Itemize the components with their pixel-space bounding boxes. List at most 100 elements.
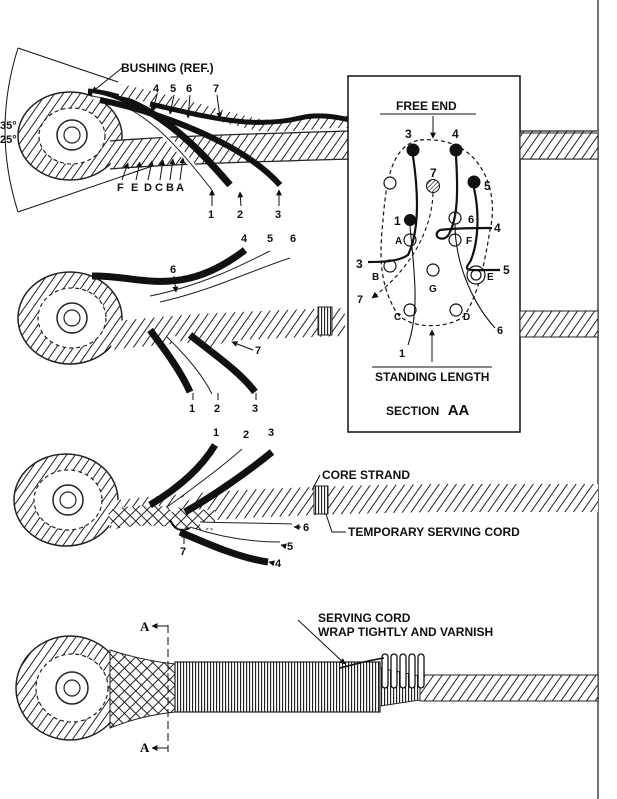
section-num-5: 5 <box>484 179 491 193</box>
s3-light-up-2-edge <box>166 448 243 508</box>
step3-core-7: 7 <box>180 546 186 558</box>
hole-G <box>426 263 440 277</box>
s3-core-7 <box>169 519 191 531</box>
section-title-prefix: SECTION <box>386 404 439 418</box>
path-strand-1 <box>407 225 416 346</box>
lead-E <box>135 161 142 181</box>
lead-7 <box>216 94 223 119</box>
s3-light-low-6-edge <box>199 521 293 525</box>
lead-s3-5 <box>280 543 287 550</box>
section-num-4: 4 <box>452 127 459 141</box>
section-marker-top: A <box>140 619 150 634</box>
step3-top-3: 3 <box>268 427 274 439</box>
strand-1-dark <box>404 214 416 226</box>
standing-length-label: STANDING LENGTH <box>375 370 489 384</box>
s3-dark-up-1 <box>148 443 219 509</box>
bushing-label: BUSHING (REF.) <box>121 61 214 75</box>
temp-serving-2 <box>317 306 333 336</box>
serving-cord-end <box>339 657 385 669</box>
loop-5 <box>417 653 425 689</box>
step1-tuck-2: 2 <box>237 209 243 221</box>
step1-tuck-3: 3 <box>275 209 281 221</box>
section-title: SECTION AA <box>386 402 470 419</box>
lead-B <box>169 158 176 181</box>
section-letter-A: A <box>395 236 402 247</box>
step2-tuck-3: 3 <box>252 403 258 415</box>
hole-left-top <box>383 176 397 190</box>
lead-D <box>147 160 154 181</box>
strand-dark-1 <box>87 88 233 188</box>
s2-dark-down-3 <box>187 332 258 395</box>
free-end-label: FREE END <box>396 99 457 113</box>
section-letter-G: G <box>429 284 437 295</box>
bushing-leader <box>91 67 123 93</box>
step2-top-6: 6 <box>290 233 296 245</box>
step3-top-2: 2 <box>243 429 249 441</box>
path-strand-3 <box>367 155 419 264</box>
core-strand-label: CORE STRAND <box>322 468 410 482</box>
path-strand-7 <box>371 192 434 299</box>
section-letter-B: B <box>372 272 379 283</box>
step1-letter-E: E <box>131 182 138 194</box>
angle-line-top <box>17 47 119 83</box>
lead-5 <box>168 94 175 115</box>
section-num-3: 3 <box>405 127 412 141</box>
angle-label-bottom: 25° <box>0 134 17 146</box>
lead-4 <box>150 94 158 113</box>
s2-dark-a <box>91 247 248 285</box>
s3-light-low-5 <box>189 527 281 548</box>
step1-letter-D: D <box>144 182 152 194</box>
thimble3-hole <box>59 491 77 509</box>
step2-top-4: 4 <box>241 233 248 245</box>
s2-light-down-2 <box>167 332 218 394</box>
s3-light-up-2 <box>168 449 248 513</box>
s3-dark-up-3 <box>183 449 275 516</box>
step2-tuck-2: 2 <box>214 403 220 415</box>
path-strand-6 <box>454 223 496 329</box>
exit-num-7: 7 <box>357 294 363 306</box>
core-strand-leader <box>311 474 321 491</box>
section-num-6: 6 <box>468 214 474 226</box>
step4-splice: SERVING CORD WRAP TIGHTLY AND VARNISH A … <box>15 611 599 755</box>
lead-C <box>159 159 166 181</box>
strand-4-dark <box>449 143 463 157</box>
section-aa-panel: FREE END 3 4 7 5 1 6 A F B G E C D <box>347 75 521 433</box>
thimble4-hole <box>63 679 81 697</box>
section-letter-E: E <box>487 272 494 283</box>
serving-cord-label-2: WRAP TIGHTLY AND VARNISH <box>318 625 493 639</box>
s2-light-b-edge <box>159 257 291 303</box>
section-letter-D: D <box>463 312 470 323</box>
step1-top-numbers: 4 5 6 7 <box>150 83 223 119</box>
loop-3 <box>399 653 407 689</box>
section-title-suffix: AA <box>448 402 470 419</box>
lead-t2 <box>237 191 244 207</box>
lead-6 <box>185 94 192 119</box>
path-strand-4 <box>435 155 493 240</box>
strand-top-dark <box>149 101 351 125</box>
step1-letter-B: B <box>166 182 174 194</box>
thimble2-hole <box>63 309 81 327</box>
lead-F <box>121 162 130 181</box>
lead-s2-6 <box>172 275 179 293</box>
section-letter-F: F <box>466 236 472 247</box>
step2-cross-6: 6 <box>170 264 176 276</box>
strand-3-dark <box>406 143 420 157</box>
step1-letter-A: A <box>176 182 184 194</box>
step3-low-6: 6 <box>303 522 309 534</box>
s3-braid <box>107 505 216 530</box>
lead-s2-7 <box>231 341 254 351</box>
strand-dark-2 <box>99 97 283 187</box>
step3-low-4: 4 <box>275 558 282 570</box>
section-marker-bottom: A <box>140 740 150 755</box>
hole-C <box>403 303 417 317</box>
step1-letter-F: F <box>117 182 124 194</box>
step1-tuck-numbers: 1 2 3 <box>208 189 282 221</box>
step4-served-section <box>174 661 381 713</box>
step4-rope-right <box>419 674 599 702</box>
step1-top-7: 7 <box>213 83 219 95</box>
s2-light-down-2-edge <box>166 336 213 395</box>
path-strand-5 <box>465 187 500 272</box>
section-dashed-oval <box>380 139 494 327</box>
step1-tuck-1: 1 <box>208 209 214 221</box>
